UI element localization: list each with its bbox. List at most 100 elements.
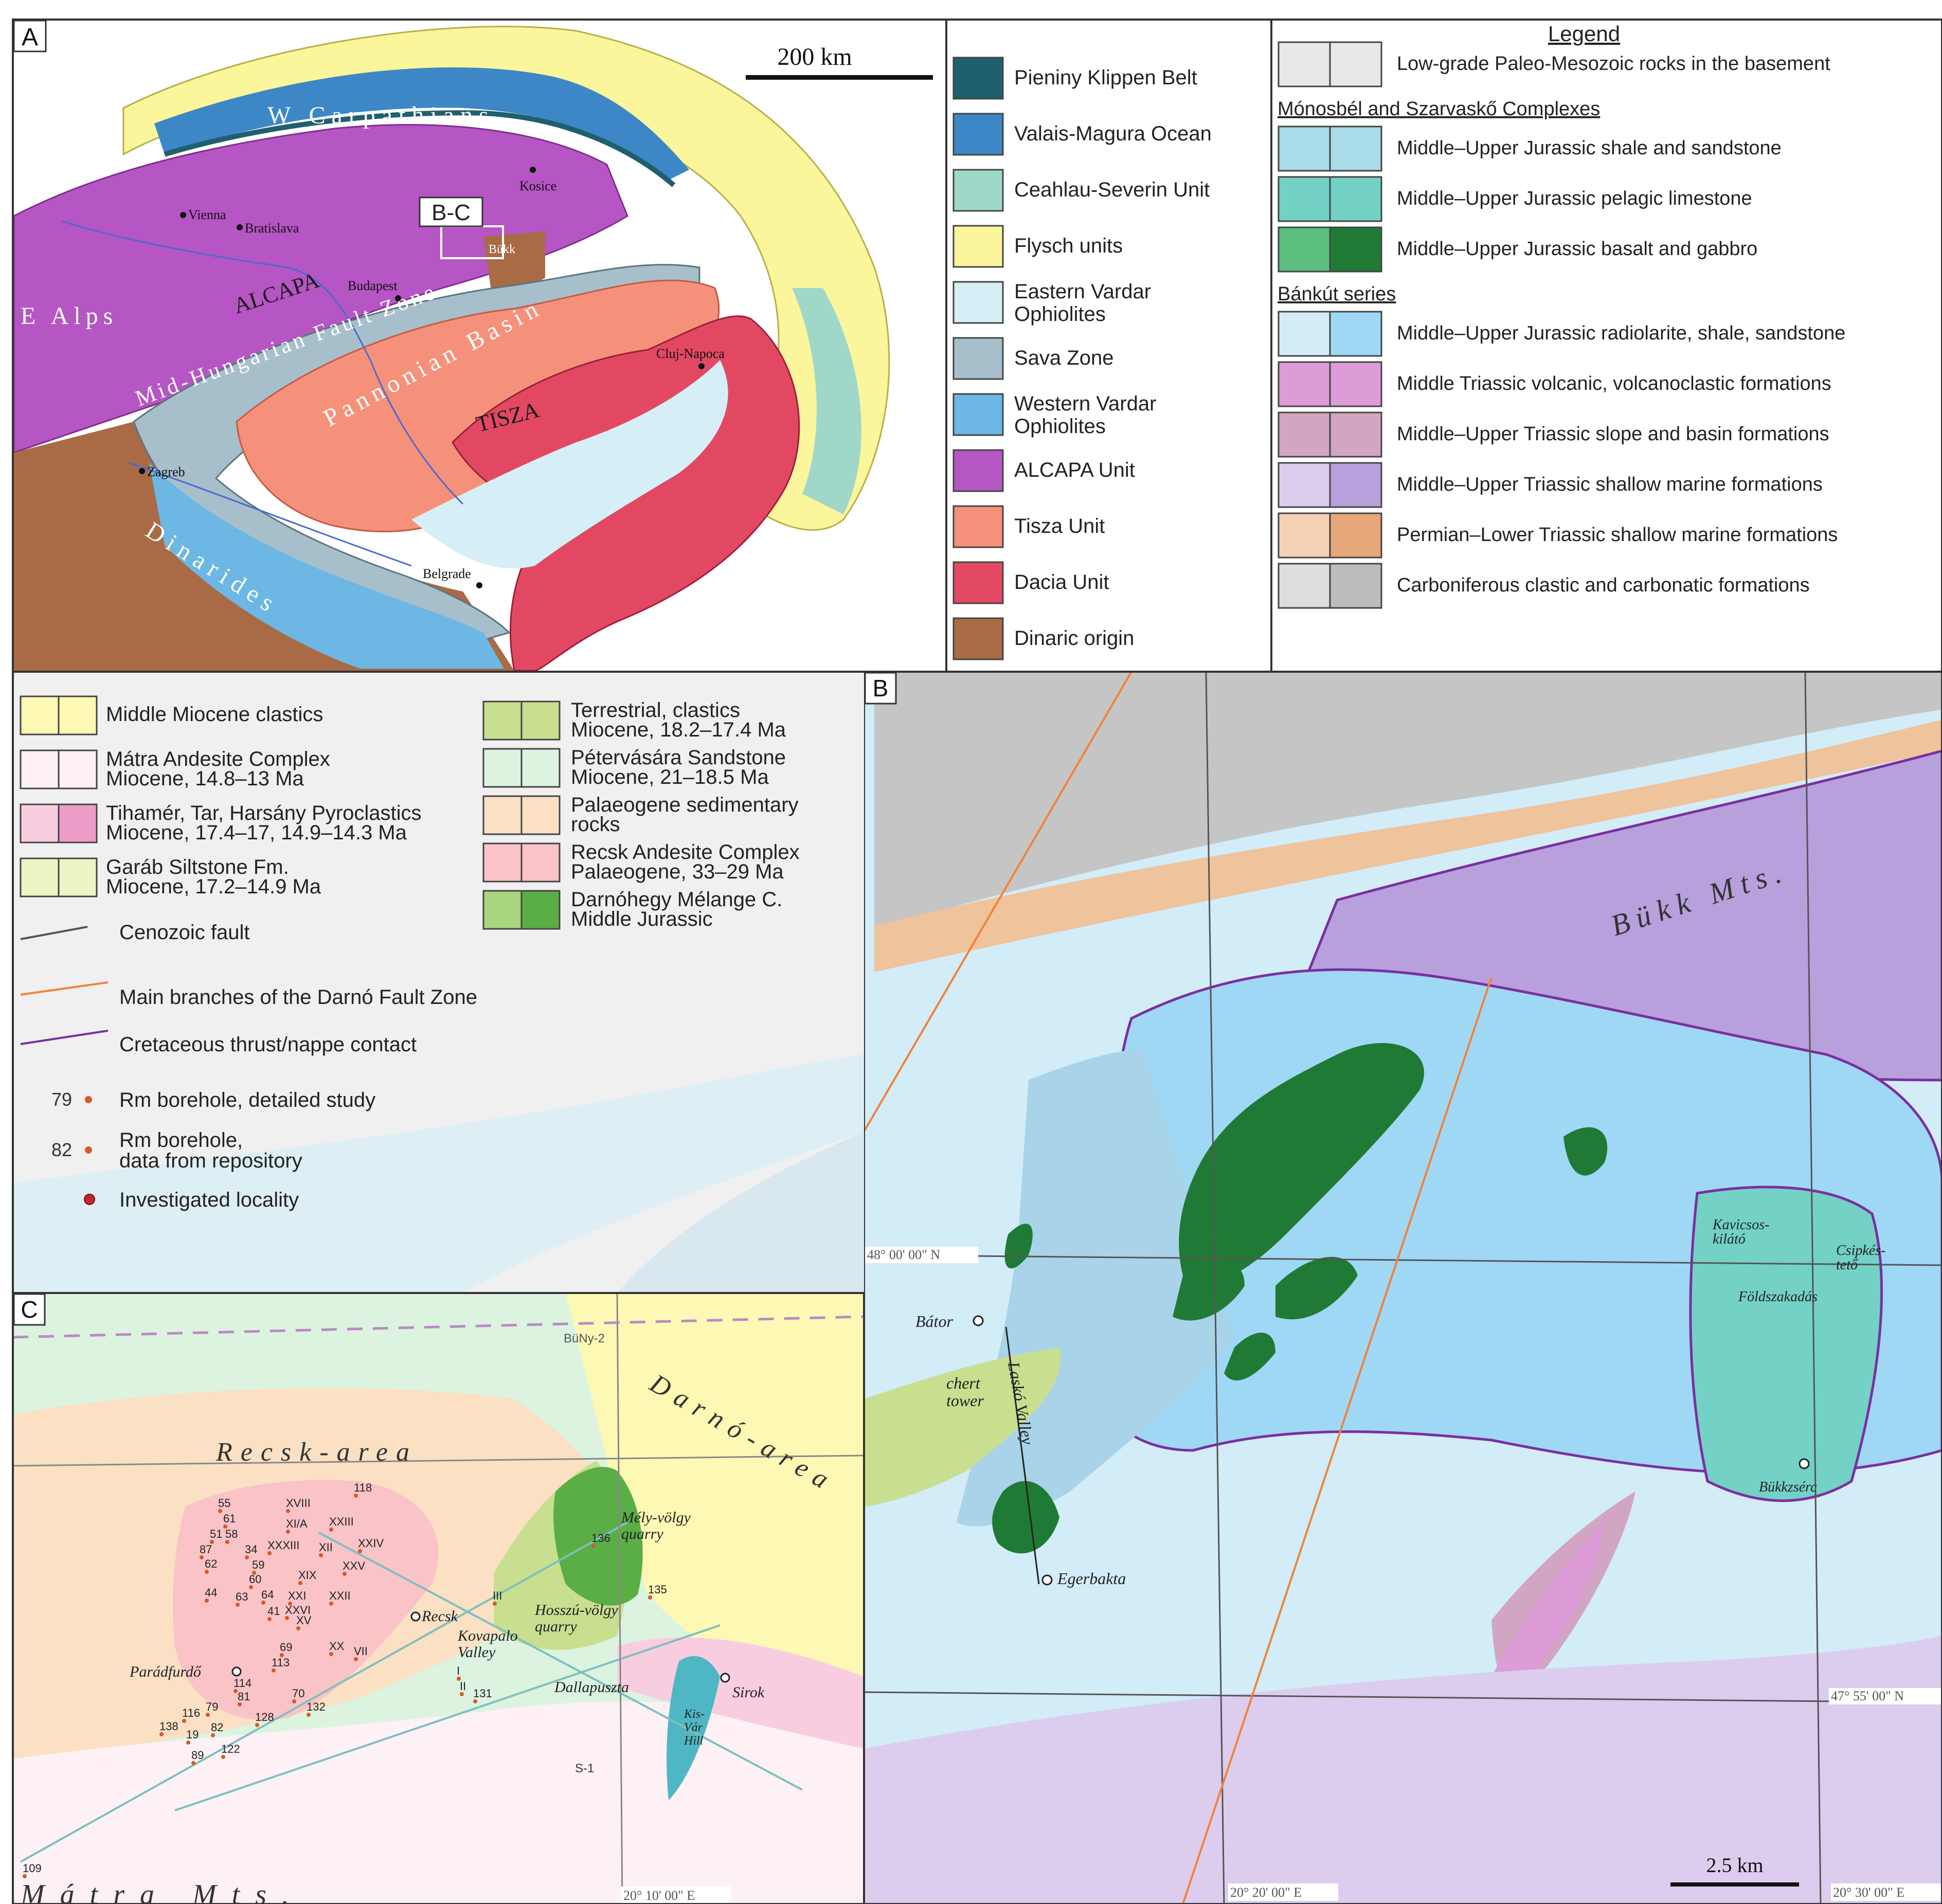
c-darnohegy [553,1467,643,1606]
c-place-dallapuszta: Dallapuszta [554,1679,629,1696]
legend-b-swatch [482,748,523,788]
c-borehole-dot [285,1616,289,1620]
c-borehole-label: 89 [191,1749,204,1762]
c-borehole-dot [267,1617,272,1621]
c-borehole-dot [245,1555,249,1559]
c-borehole-label: 58 [225,1528,238,1540]
legend-a-swatch [952,617,1004,660]
c-borehole-label: 135 [648,1583,667,1596]
b-coord-n48: 48° 00' 00" N [867,1247,940,1262]
c-borehole-label: 70 [292,1687,304,1700]
legend-a-label: Valais-Magura Ocean [1014,122,1212,145]
c-borehole-label: 109 [23,1862,42,1875]
b-basalt-gabbro [992,1043,1608,1554]
legend-right-label: Low-grade Paleo-Mesozoic rocks in the ba… [1397,53,1830,75]
c-borehole-label: XI/A [286,1517,308,1530]
legend-b-swatch [520,795,561,835]
legend-title: Legend [1548,22,1620,46]
c-borehole-label: I [457,1664,460,1677]
c-borehole-label: 82 [211,1721,223,1734]
c-borehole-dot [648,1595,652,1600]
label-bukk: Bükk [489,243,515,256]
c-coord: 20° 10' 00" E [623,1888,695,1903]
b-carboniferous [874,672,1942,926]
legend-right-swatch-b [1329,563,1382,609]
legend-right-label: Middle–Upper Jurassic shale and sandston… [1397,137,1782,159]
c-borehole-label: III [493,1589,502,1602]
c-borehole-dot [23,1874,27,1878]
c-borehole-dot [286,1530,290,1534]
legend-a-label: Tisza Unit [1014,515,1105,537]
c-borehole-dot [221,1755,225,1759]
legend-right-label: Middle–Upper Triassic shallow marine for… [1397,474,1823,495]
c-borehole-label: 60 [249,1573,261,1586]
c-borehole-label: 63 [236,1590,248,1603]
legend-a-label: Dacia Unit [1014,571,1109,594]
c-borehole-label: 34 [245,1543,257,1556]
city-belgrade: Belgrade [423,566,471,581]
c-borehole-label: XV [296,1614,312,1627]
western-vardar [149,463,504,669]
city-vienna: Vienna [188,207,226,222]
c-borehole-dot [493,1602,497,1606]
b-darno-fault [864,672,1493,1904]
legend-b-swatch [58,803,98,843]
b-scale: 2.5 km [1706,1854,1763,1877]
label-ealps: E Alps [21,302,118,330]
c-borehole-dot [255,1723,259,1727]
b-place-foldszakadas: Földszakadás [1738,1289,1818,1305]
c-borehole-dot [591,1544,596,1548]
c-borehole-label: 64 [261,1588,274,1601]
legend-b-swatch [482,842,523,883]
legend-right-swatch-b [1329,512,1382,559]
c-borehole-dot [236,1603,240,1607]
b-place-egerbakta: Egerbakta [1057,1569,1126,1588]
legend-right-label: Middle–Upper Jurassic radiolarite, shale… [1397,322,1845,344]
b-pelagic [1689,1185,1883,1502]
legend-right-swatch-b [1329,226,1382,273]
c-borehole-dot [298,1581,302,1585]
legend-a-swatch [952,57,1004,100]
b-permian [874,720,1942,972]
legend-right-swatch-a [1278,41,1331,87]
legend-b-swatch [20,695,60,735]
c-borehole-dot [343,1572,347,1576]
c-borehole-dot [223,1524,227,1529]
city-kosice: Kosice [519,178,556,193]
c-recsk-area: Recsk-area [215,1438,418,1467]
c-borehole-label: II [460,1680,466,1693]
c-borehole-dot [272,1668,276,1673]
legend-right-label: Middle–Upper Jurassic basalt and gabbro [1397,238,1757,260]
legend-a-swatch [952,281,1004,324]
b-place-kavicsos: Kavicsos-kilátó [1712,1217,1769,1247]
c-borehole-dot [200,1555,204,1559]
b-triassic-volcanic [1491,1522,1605,1687]
legend-b-swatch [58,749,98,789]
legend-right-swatch-b [1329,311,1382,357]
legend-right-swatch-a [1278,125,1331,172]
legend-b-symbol-label: Rm borehole, detailed study [119,1089,375,1111]
c-borehole-label: 59 [252,1558,264,1571]
legend-b-swatch [520,700,561,741]
symbol-darno-fault [20,981,109,996]
legend-right-label: Middle–Upper Triassic slope and basin fo… [1397,423,1829,445]
c-borehole-label: 19 [186,1728,199,1741]
c-borehole-dot [267,1551,272,1555]
c-borehole-dot [307,1713,311,1717]
c-borehole-dot [329,1528,333,1532]
c-borehole-label: 87 [200,1543,212,1556]
eastern-vardar [411,360,728,569]
c-borehole-dot [159,1732,164,1736]
legend-a-swatch [952,169,1004,212]
legend-a-label: Pieniny Klippen Belt [1014,66,1197,89]
legend-right-swatch-a [1278,176,1331,222]
c-borehole-dot [233,1689,238,1693]
legend-right-swatch-b [1329,125,1382,172]
legend-b-swatch [482,890,523,930]
